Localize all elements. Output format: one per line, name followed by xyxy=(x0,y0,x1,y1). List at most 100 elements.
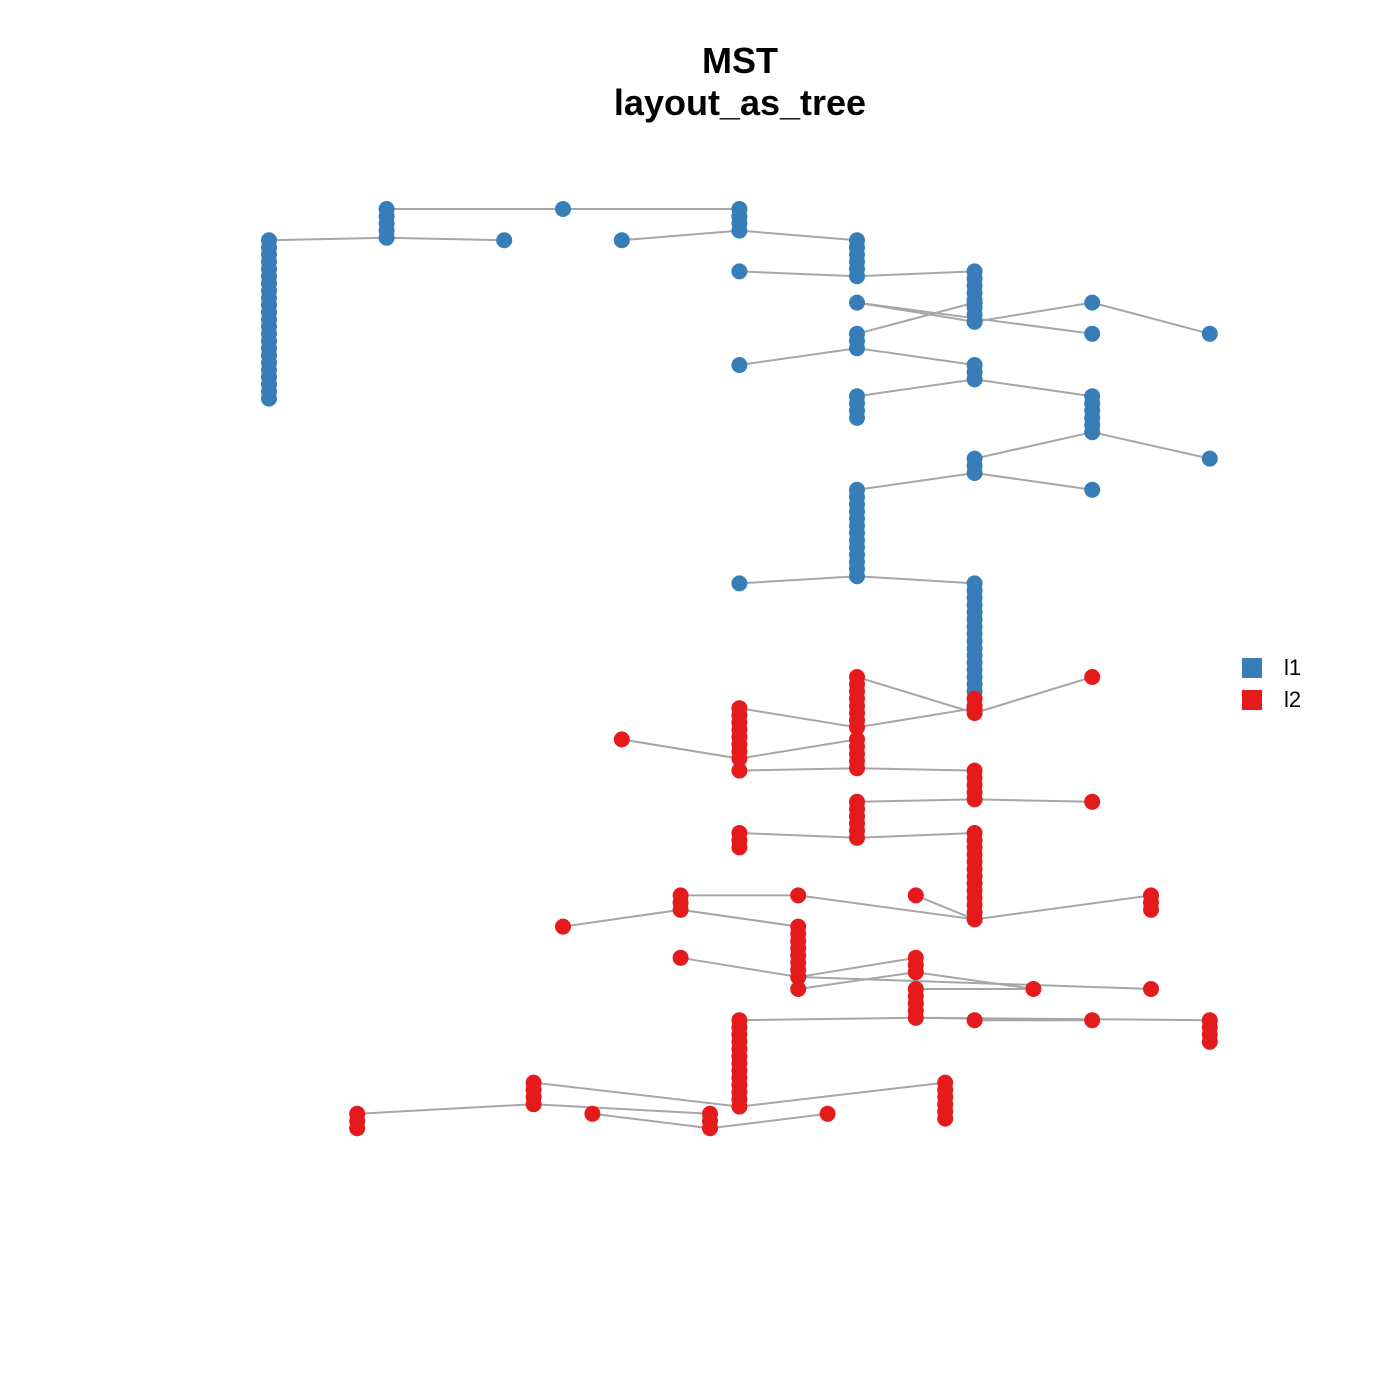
edge-AD-AF xyxy=(856,767,975,772)
edges-layer xyxy=(268,208,1211,1130)
edge-AR-AU xyxy=(798,971,916,990)
node-l1 xyxy=(1084,325,1101,342)
node-l2 xyxy=(966,791,983,808)
node-l2 xyxy=(907,1009,924,1026)
node-l2 xyxy=(731,762,748,779)
node-l1 xyxy=(261,390,277,407)
node-l2 xyxy=(349,1120,366,1137)
edge-R-T xyxy=(974,431,1093,460)
edge-AB-AC xyxy=(621,738,740,760)
node-l2 xyxy=(907,887,924,904)
node-l2 xyxy=(672,901,689,918)
edge-AZ-BB xyxy=(739,1081,946,1108)
edge-BD-BE xyxy=(592,1112,711,1130)
edge-AP-AS xyxy=(798,976,1152,990)
node-l1 xyxy=(849,409,865,426)
node-l1 xyxy=(731,222,748,239)
legend-item-l1: l1 xyxy=(1242,652,1301,684)
node-l2 xyxy=(849,719,865,736)
chart-title: MST xyxy=(702,40,778,81)
edge-AN-AP xyxy=(680,908,799,928)
edge-Z-AB xyxy=(739,707,858,729)
node-l1 xyxy=(555,201,571,217)
legend-swatch-l1 xyxy=(1242,658,1262,678)
edge-K-L xyxy=(1091,301,1211,335)
node-l2 xyxy=(1143,901,1159,918)
edge-AN-AO xyxy=(562,908,681,928)
legend: l1 l2 xyxy=(1242,652,1301,716)
node-l1 xyxy=(966,465,983,481)
legend-item-l2: l2 xyxy=(1242,684,1301,716)
node-l2 xyxy=(819,1105,836,1122)
node-l2 xyxy=(731,839,748,856)
node-l2 xyxy=(966,700,983,717)
node-l2 xyxy=(1084,1012,1101,1029)
node-l2 xyxy=(907,964,924,981)
node-l1 xyxy=(966,294,983,311)
edge-AV-AX xyxy=(915,1016,1210,1022)
edge-BA-BD xyxy=(533,1103,711,1115)
node-l1 xyxy=(1084,481,1101,498)
legend-swatch-l2 xyxy=(1242,690,1262,710)
edge-AD-AE xyxy=(739,767,858,772)
edge-BA-BC xyxy=(357,1103,534,1115)
node-l2 xyxy=(966,911,983,928)
node-l2 xyxy=(525,1096,542,1113)
node-l1 xyxy=(731,263,748,280)
edge-AH-AJ xyxy=(856,832,975,839)
edge-X2-Z xyxy=(856,676,975,714)
edge-AJ-AL xyxy=(915,894,975,921)
edge-N-P xyxy=(856,347,975,366)
edge-H-K xyxy=(974,301,1093,323)
node-l2 xyxy=(937,1110,954,1127)
legend-label-l1: l1 xyxy=(1284,655,1302,680)
edge-N-O xyxy=(739,347,858,366)
node-l2 xyxy=(731,750,748,767)
edge-A-D xyxy=(386,236,505,242)
node-l1 xyxy=(849,294,865,311)
edge-Z-AA xyxy=(856,707,975,729)
node-l1 xyxy=(731,575,748,592)
nodes-layer xyxy=(261,201,1218,1137)
node-l2 xyxy=(849,829,865,846)
node-l2 xyxy=(790,981,807,997)
node-l1 xyxy=(378,229,395,246)
node-l2 xyxy=(790,887,807,904)
edge-AH-AI xyxy=(739,832,858,839)
edge-V-W xyxy=(739,575,858,585)
chart-title-block: MST layout_as_tree xyxy=(0,40,1400,124)
edge-F-G xyxy=(739,270,858,278)
edge-AP-AR xyxy=(798,956,916,978)
edge-AJ-AK xyxy=(798,894,975,921)
legend-label-l2: l2 xyxy=(1284,687,1302,712)
edge-V-X xyxy=(856,575,975,585)
edge-AZ-BA xyxy=(533,1081,740,1108)
node-l2 xyxy=(1084,793,1101,810)
edge-BD-BF xyxy=(709,1112,828,1130)
node-l2 xyxy=(555,918,571,935)
edge-B-F xyxy=(739,229,858,242)
chart-subtitle: layout_as_tree xyxy=(613,82,867,123)
node-l1 xyxy=(1201,450,1218,467)
edge-AF-AH xyxy=(856,798,975,803)
edge-B-E xyxy=(621,229,740,242)
edge-T-U xyxy=(974,472,1093,491)
edge-T-V xyxy=(856,472,975,491)
edge-AF-AG xyxy=(974,798,1093,803)
edge-P-Q xyxy=(856,378,975,398)
node-l1 xyxy=(966,313,983,330)
node-l2 xyxy=(849,760,865,777)
edge-R-S xyxy=(1091,431,1211,460)
node-l1 xyxy=(849,568,865,585)
node-l1 xyxy=(966,371,983,388)
edge-J-N xyxy=(856,301,975,335)
node-l2 xyxy=(613,731,630,748)
node-l2 xyxy=(790,969,807,985)
node-l1 xyxy=(1084,294,1101,311)
edge-P-R xyxy=(974,378,1093,398)
node-l2 xyxy=(672,949,689,966)
edge-X2-Y xyxy=(974,676,1093,714)
edge-AP-AQ xyxy=(680,956,799,978)
node-l2 xyxy=(1084,669,1101,685)
